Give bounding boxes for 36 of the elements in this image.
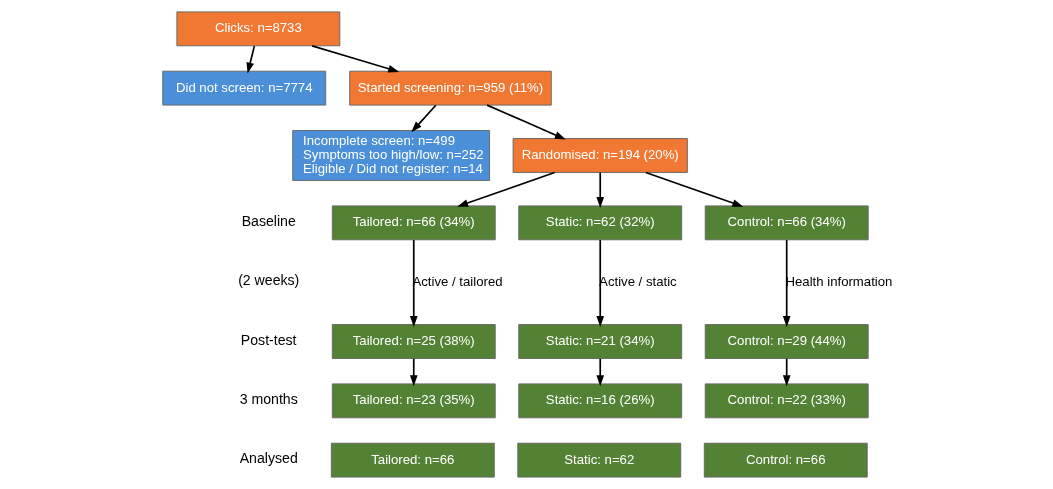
arrow [410, 104, 437, 133]
arrow [595, 171, 604, 209]
arrow [245, 45, 255, 74]
node-box: Control: n=22 (33%) [704, 383, 869, 419]
label: (2 weeks) [237, 272, 299, 289]
node-box: Did not screen: n=7774 [161, 70, 326, 106]
node-box: Incomplete screen: n=499 Symptoms too high/low: n=252 Eligible / Did not register: n=14 [291, 130, 490, 181]
node-box: Static: n=21 (34%) [517, 324, 682, 359]
label: Post-test [240, 331, 297, 348]
node-box: Static: n=16 (26%) [517, 383, 682, 419]
arrow [485, 104, 566, 140]
arrow [595, 239, 604, 328]
node-box: Static: n=62 [516, 442, 681, 478]
node-box: Clicks: n=8733 [175, 11, 340, 47]
arrow [409, 357, 418, 387]
arrow [595, 357, 604, 387]
arrow [782, 239, 791, 328]
edge-label: Health information [785, 273, 892, 289]
label: Analysed [239, 450, 298, 467]
arrow [456, 171, 555, 207]
node-box: Randomised: n=194 (20%) [512, 138, 688, 173]
node-box: Control: n=29 (44%) [704, 324, 869, 359]
label: 3 months [239, 391, 298, 408]
arrow [409, 239, 418, 328]
label: Baseline [241, 213, 296, 230]
node-box: Tailored: n=23 (35%) [331, 383, 496, 419]
node-box: Static: n=62 (32%) [517, 205, 682, 241]
node-box: Started screening: n=959 (11%) [348, 70, 552, 106]
arrow [782, 357, 791, 387]
node-box: Tailored: n=25 (38%) [331, 324, 496, 359]
node-box: Tailored: n=66 (34%) [331, 205, 496, 241]
arrow [644, 171, 743, 207]
arrow [310, 45, 399, 73]
node-box: Tailored: n=66 [330, 442, 495, 478]
node-box: Control: n=66 [703, 442, 868, 478]
node-box: Control: n=66 (34%) [704, 205, 869, 241]
